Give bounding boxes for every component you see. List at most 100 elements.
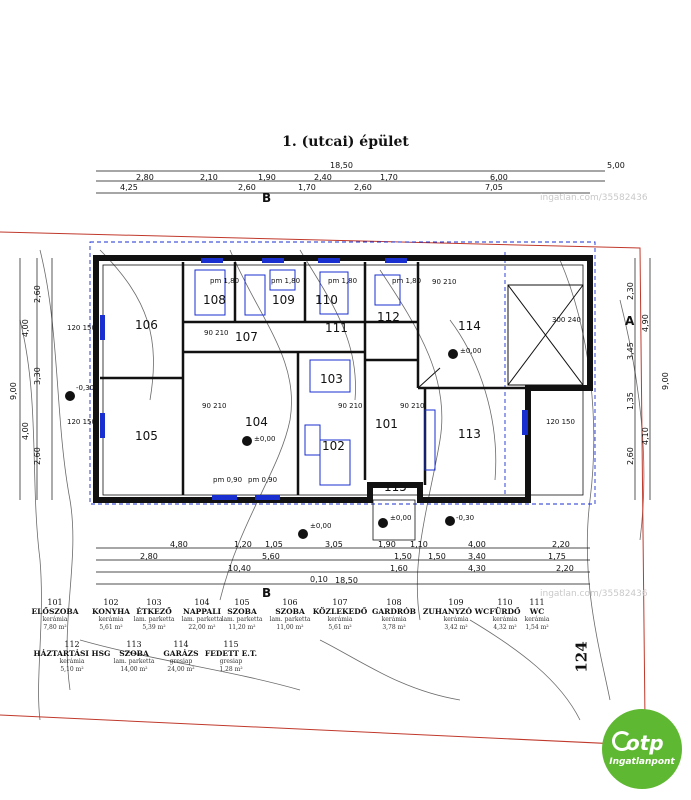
dim-bottom-row3-3: 2,20 (556, 564, 574, 573)
dim-bottom-row1-6: 4,00 (468, 540, 486, 549)
dim-top-row1-4: 2,10 (200, 173, 218, 182)
dim-top-row1-10: 1,70 (380, 173, 398, 182)
dim-top-row1-6: 1,90 (258, 173, 276, 182)
drawing-title: 1. (utcai) épület (282, 134, 409, 150)
level-markers (65, 349, 458, 539)
otp-logo[interactable]: otp Ingatlanpont (602, 709, 682, 789)
windows (100, 258, 528, 500)
window-label: pm 1,80 (328, 277, 357, 285)
door-label: 90 210 (338, 402, 363, 410)
room-label-105: 105 (135, 429, 158, 443)
room-label-106: 106 (135, 318, 158, 332)
dim-bottom-row1-3: 3,05 (325, 540, 343, 549)
dim-top-right: 5,00 (607, 161, 625, 170)
level-label: ±0,00 (460, 347, 481, 355)
room-label-101: 101 (375, 417, 398, 431)
dim-bottom-row2-9: 3,40 (468, 552, 486, 561)
watermark: ingatlan.com/35582436 (540, 193, 648, 203)
dim-left-total: 9,00 (9, 382, 18, 400)
dim-top-total: 18,50 (330, 161, 353, 170)
room-label-103: 103 (320, 372, 343, 386)
room-label-113: 113 (458, 427, 481, 441)
door-label: 90 210 (432, 278, 457, 286)
window-label: pm 1,80 (271, 277, 300, 285)
room-label-104: 104 (245, 415, 268, 429)
room-label-109: 109 (272, 293, 295, 307)
dim-left-4: 2,60 (33, 447, 42, 465)
stair (372, 499, 416, 541)
dim-bottom-row3-2: 4,30 (468, 564, 486, 573)
dim-bottom-row1-1: 1,20 (234, 540, 252, 549)
dim-bottom-row1-5: 1,10 (410, 540, 428, 549)
dim-bottom-row1-0: 4,80 (170, 540, 188, 549)
dim-bottom-row3-1: 1,60 (390, 564, 408, 573)
dim-bottom-row2-6: 1,50 (394, 552, 412, 561)
dim-left-1: 4,00 (21, 319, 30, 337)
room-label-108: 108 (203, 293, 226, 307)
sill-label: 120 150 (546, 418, 575, 426)
logo-sub: Ingatlanpont (609, 757, 675, 767)
dim-left-0: 2,60 (33, 285, 42, 303)
watermark: ingatlan.com/35582436 (540, 589, 648, 599)
dim-right-3: 1,35 (626, 392, 635, 410)
level-label: -0,30 (76, 384, 94, 392)
dim-bottom-row1-2: 1,05 (265, 540, 283, 549)
dim-left-2: 3,30 (33, 367, 42, 385)
property-boundary (0, 231, 646, 746)
dim-right-5: 2,60 (626, 447, 635, 465)
dim-bottom-row1-7: 2,20 (552, 540, 570, 549)
window-label: pm 1,80 (210, 277, 239, 285)
otp-logo-icon (612, 731, 632, 751)
dim-top-row1-12: 6,00 (490, 173, 508, 182)
window-label: pm 0,90 (248, 476, 277, 484)
sill-label: 120 150 (67, 418, 96, 426)
dim-top-row2-3: 2,60 (354, 183, 372, 192)
dim-top-row1-2: 2,80 (136, 173, 154, 182)
window-label: pm 1,80 (392, 277, 421, 285)
roof-outline (89, 241, 596, 505)
dim-right-total: 9,00 (661, 372, 670, 390)
dim-right-1: 4,90 (641, 314, 650, 332)
room-label-110: 110 (315, 293, 338, 307)
section-marker-a: A (625, 314, 635, 328)
level-label: -0,30 (456, 514, 474, 522)
room-label-114: 114 (458, 319, 481, 333)
door-label: 90 210 (204, 329, 229, 337)
dim-top-row2-2: 1,70 (298, 183, 316, 192)
room-label-107: 107 (235, 330, 258, 344)
garage-door-label: 300 240 (552, 316, 581, 324)
dim-bottom-row3-0: 10,40 (228, 564, 251, 573)
level-label: ±0,00 (310, 522, 331, 530)
level-label: ±0,00 (254, 435, 275, 443)
dim-right-4: 4,10 (641, 427, 650, 445)
room-label-102: 102 (322, 439, 345, 453)
dim-top-row2-1: 2,60 (238, 183, 256, 192)
section-marker-b: B (262, 586, 271, 600)
door-label: 90 210 (202, 402, 227, 410)
sill-label: 120 150 (67, 324, 96, 332)
room-label-115: 115 (384, 480, 407, 494)
dim-top-row2-4: 7,05 (485, 183, 503, 192)
garage-structure (417, 284, 584, 389)
lot-number: 124 (572, 641, 591, 673)
dim-bottom-row2-2: 2,80 (140, 552, 158, 561)
section-marker-b: B (262, 191, 271, 205)
dim-top-row2-0: 4,25 (120, 183, 138, 192)
room-label-112: 112 (377, 310, 400, 324)
dim-top-row1-8: 2,40 (314, 173, 332, 182)
dim-bottom-total: 18,50 (335, 576, 358, 585)
